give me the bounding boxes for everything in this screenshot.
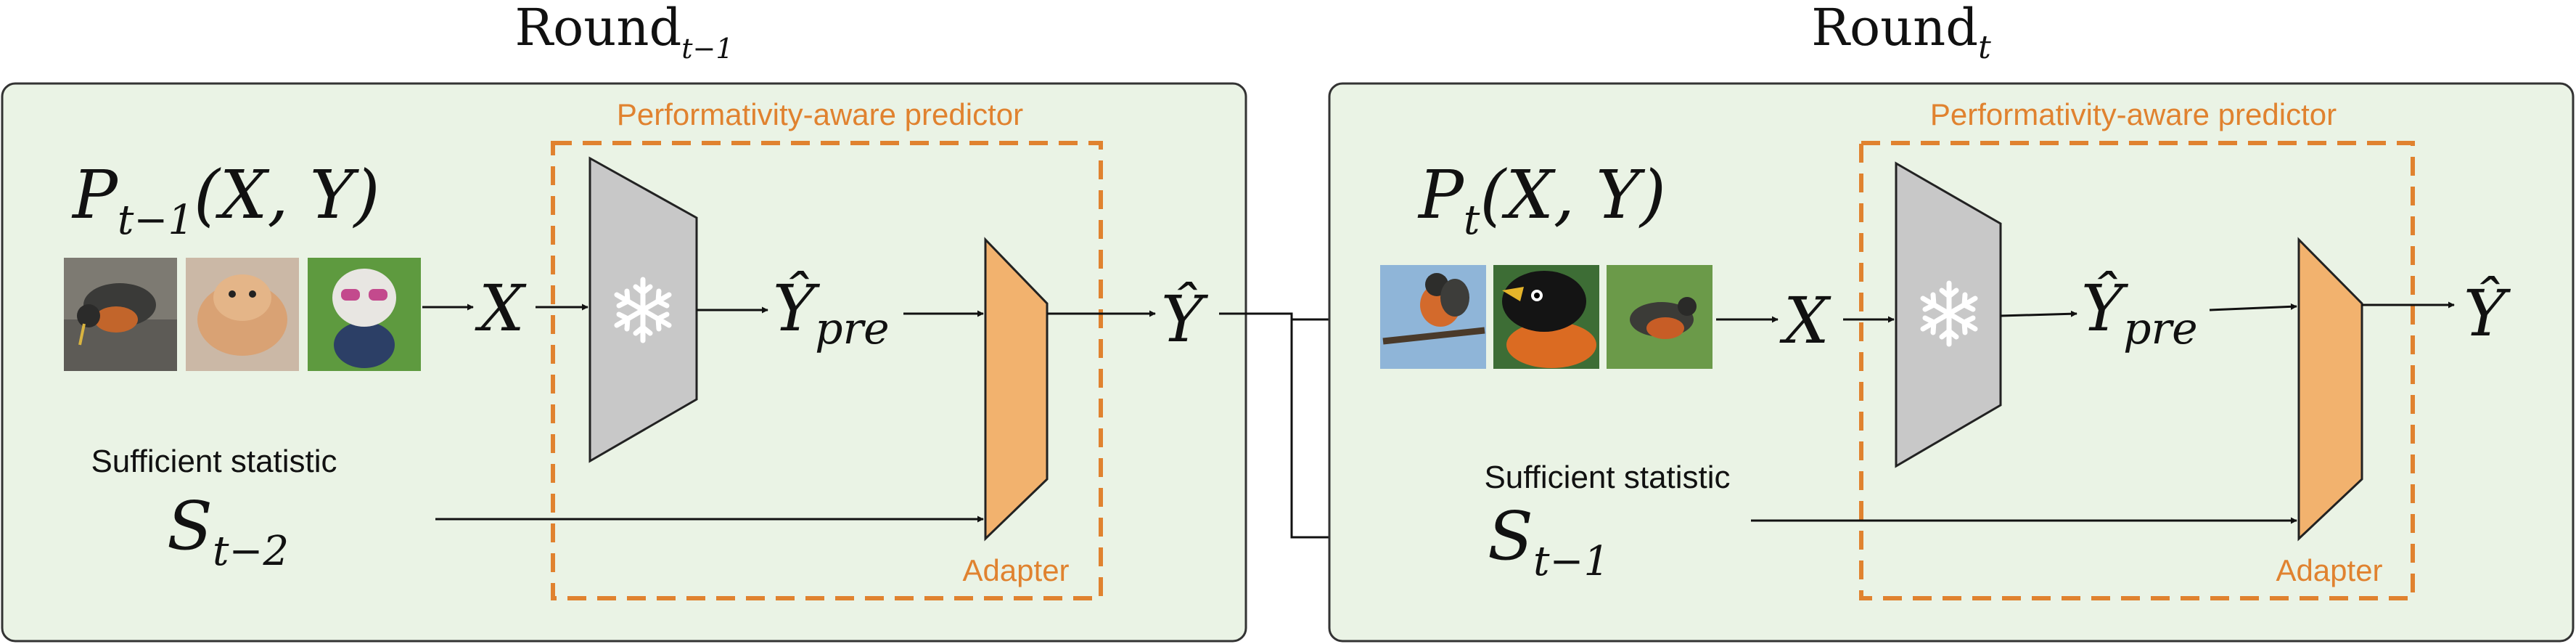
output-y-prev: Ŷ <box>1161 282 1209 356</box>
statistic-current: St−1 <box>1488 497 1609 585</box>
statistic-label-current: Sufficient statistic <box>1484 460 1730 495</box>
output-y-current: Ŷ <box>2464 276 2511 351</box>
predictor-label-prev: Performativity-aware predictor <box>617 97 1023 131</box>
distribution-prev: Pt−1(X, Y) <box>71 156 380 244</box>
input-x-prev: X <box>475 271 527 346</box>
adapter-label-current: Adapter <box>2276 553 2382 587</box>
adapter-current <box>2297 237 2363 542</box>
statistic-prev: St−2 <box>167 487 289 575</box>
round-current-title: Roundt <box>1811 0 1991 66</box>
image-robin-branch <box>1380 265 1486 369</box>
encoder-to-ypre-current <box>2000 310 2077 317</box>
adapter-prev <box>984 237 1049 542</box>
image-robin-grass <box>1607 265 1712 369</box>
statistic-label-prev: Sufficient statistic <box>91 444 337 479</box>
image-fluffy-dog <box>186 258 299 371</box>
pre-output-prev: Ŷpre <box>773 271 890 354</box>
round-current: Roundt Pt(X, Y) X <box>1328 0 2575 643</box>
distribution-current: Pt(X, Y) <box>1417 156 1666 244</box>
round-prev: Roundt−1 Pt−1(X, Y) <box>1 0 1247 643</box>
image-bird-ground <box>64 258 177 371</box>
predictor-label-current: Performativity-aware predictor <box>1930 97 2337 131</box>
round-prev-title: Roundt−1 <box>514 0 733 65</box>
image-dog-sunglasses <box>308 258 421 371</box>
input-x-current: X <box>1779 283 1831 358</box>
image-robin-closeup <box>1493 265 1599 369</box>
pre-output-current: Ŷpre <box>2081 271 2198 354</box>
predictor-box-prev <box>551 141 1103 600</box>
adapter-label-prev: Adapter <box>962 553 1069 587</box>
ypre-to-adapter-current <box>2209 303 2297 311</box>
predictor-box-current <box>1859 141 2415 600</box>
